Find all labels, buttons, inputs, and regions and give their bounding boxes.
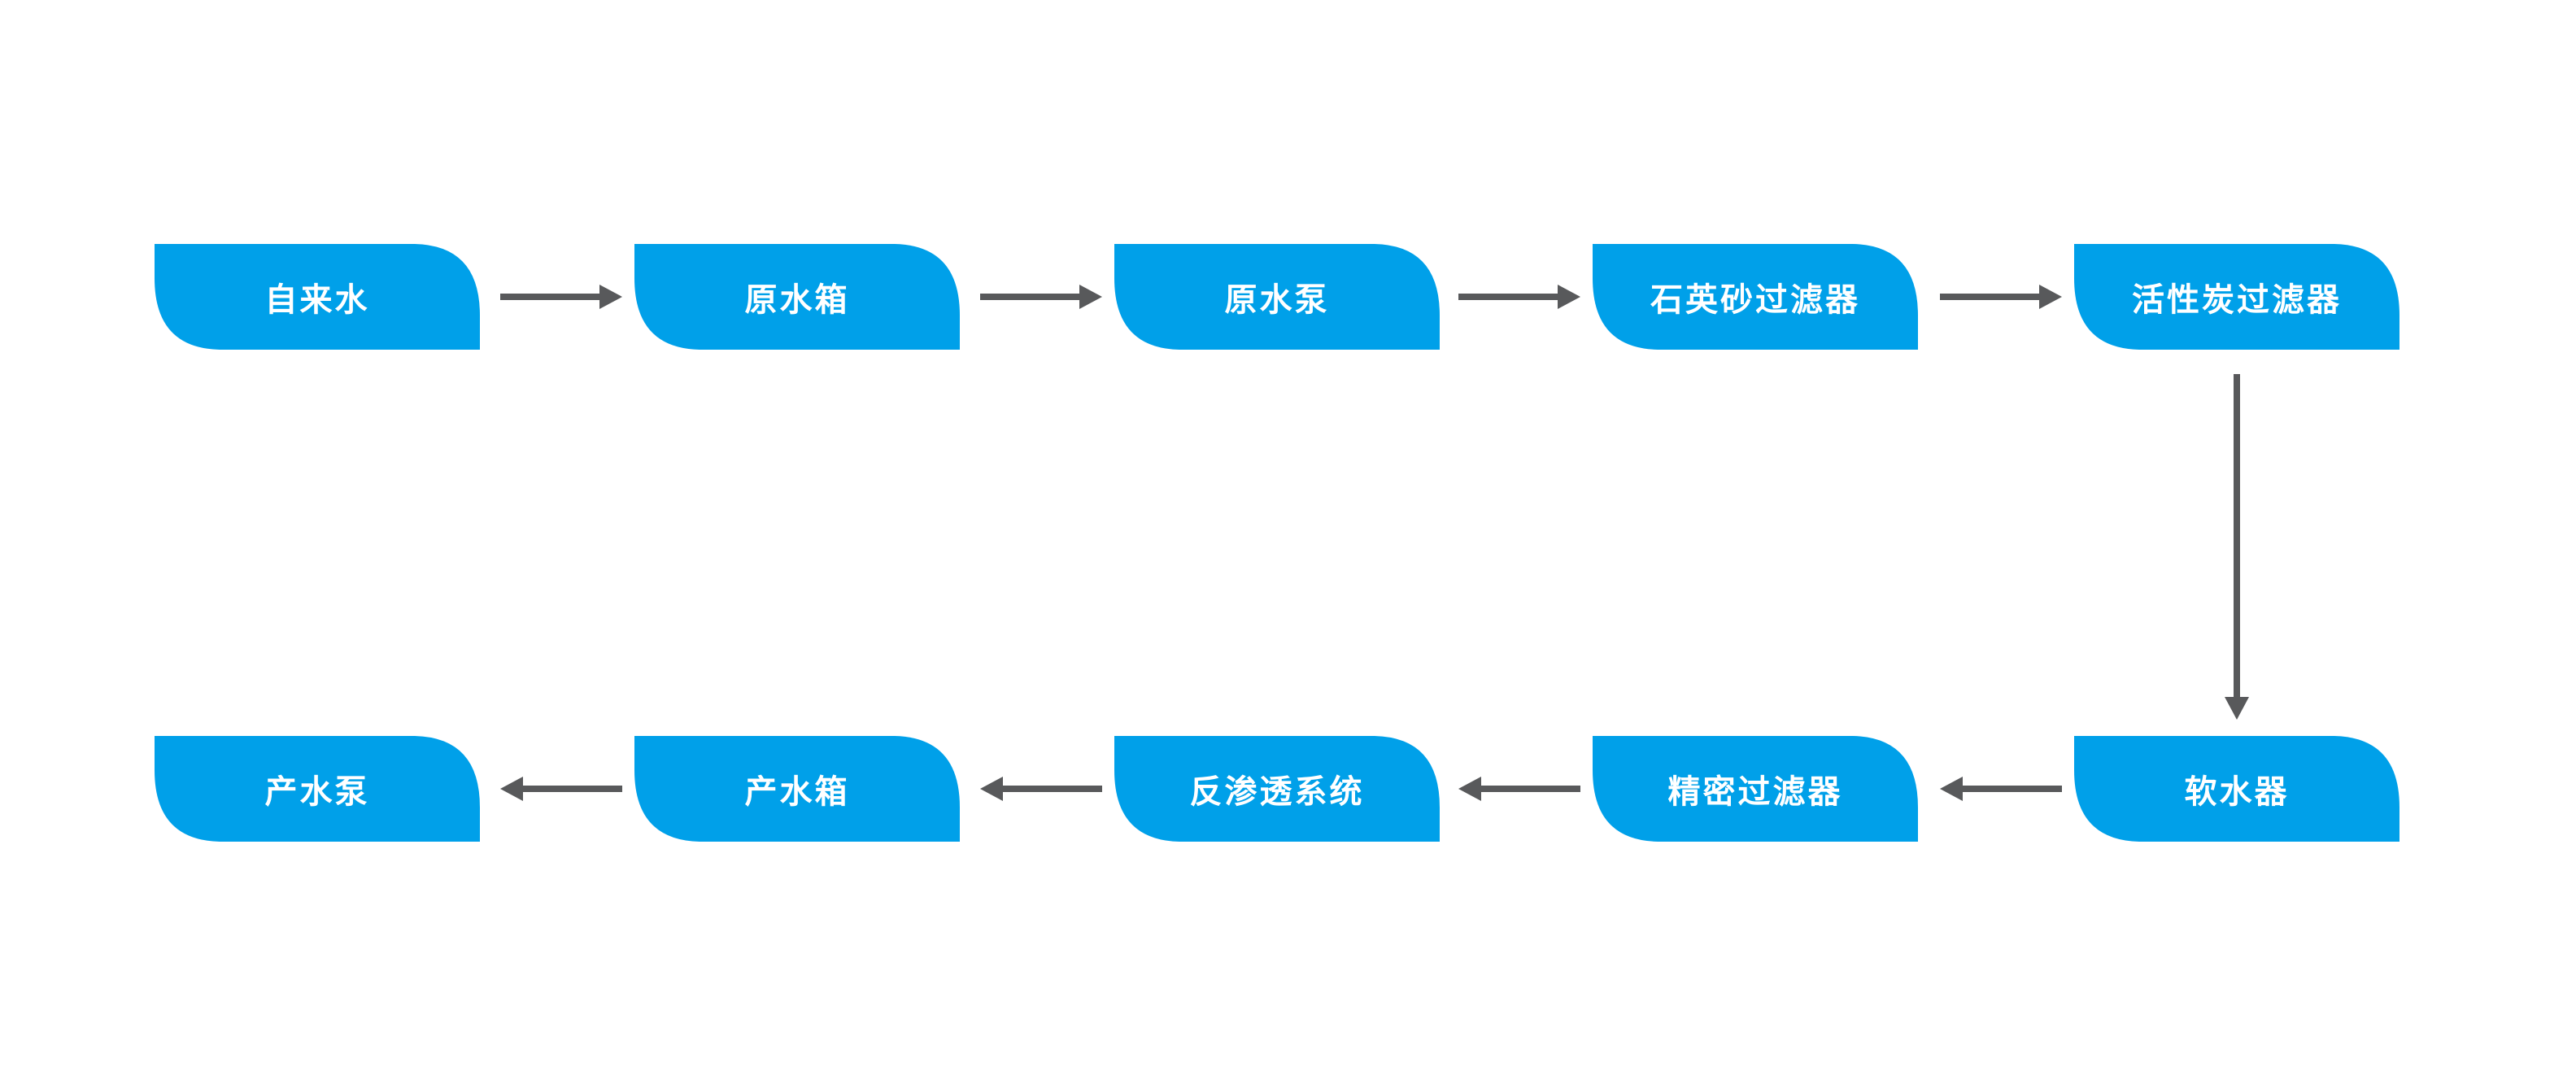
- arrow-head-icon: [1940, 777, 1963, 801]
- node-precision-filter: 精密过滤器: [1593, 736, 1918, 842]
- node-label: 产水箱: [744, 773, 850, 811]
- arrow-left-icon: [1458, 777, 1580, 801]
- node-tap-water: 自来水: [155, 244, 480, 350]
- node-raw-water-pump: 原水泵: [1114, 244, 1440, 350]
- arrow-left-icon: [980, 777, 1102, 801]
- node-shape: [155, 244, 480, 350]
- arrow-head-icon: [1079, 285, 1102, 309]
- arrow-head-icon: [2039, 285, 2062, 309]
- node-raw-water-tank: 原水箱: [634, 244, 960, 350]
- arrow-line: [2234, 374, 2240, 697]
- arrow-head-icon: [1458, 777, 1481, 801]
- arrow-head-icon: [1558, 285, 1580, 309]
- node-shape: [1593, 736, 1918, 842]
- arrow-right-icon: [500, 285, 622, 309]
- arrow-head-icon: [980, 777, 1003, 801]
- node-label: 石英砂过滤器: [1650, 281, 1860, 319]
- arrow-left-icon: [1940, 777, 2062, 801]
- arrow-line: [523, 786, 622, 792]
- node-shape: [1114, 736, 1440, 842]
- arrow-left-icon: [500, 777, 622, 801]
- node-label: 原水箱: [744, 281, 850, 319]
- node-shape: [1593, 244, 1918, 350]
- node-label: 自来水: [264, 281, 370, 319]
- node-product-water-tank: 产水箱: [634, 736, 960, 842]
- node-shape: [634, 736, 960, 842]
- arrow-down-icon: [2225, 374, 2249, 720]
- node-quartz-sand-filter: 石英砂过滤器: [1593, 244, 1918, 350]
- node-label: 精密过滤器: [1667, 773, 1843, 811]
- node-shape: [2074, 244, 2399, 350]
- node-activated-carbon-filter: 活性炭过滤器: [2074, 244, 2399, 350]
- arrow-right-icon: [1458, 285, 1580, 309]
- arrow-line: [1003, 786, 1102, 792]
- arrow-right-icon: [980, 285, 1102, 309]
- node-label: 原水泵: [1224, 281, 1330, 319]
- arrow-right-icon: [1940, 285, 2062, 309]
- node-shape: [2074, 736, 2399, 842]
- arrow-head-icon: [599, 285, 622, 309]
- node-label: 反渗透系统: [1189, 773, 1365, 811]
- arrow-head-icon: [2225, 697, 2249, 720]
- node-product-water-pump: 产水泵: [155, 736, 480, 842]
- arrow-head-icon: [500, 777, 523, 801]
- arrow-line: [1940, 294, 2039, 300]
- arrow-line: [500, 294, 599, 300]
- node-shape: [1114, 244, 1440, 350]
- node-label: 产水泵: [264, 773, 370, 811]
- node-label: 活性炭过滤器: [2132, 281, 2342, 319]
- node-shape: [155, 736, 480, 842]
- arrow-line: [1481, 786, 1580, 792]
- node-reverse-osmosis-system: 反渗透系统: [1114, 736, 1440, 842]
- arrow-line: [1458, 294, 1558, 300]
- node-shape: [634, 244, 960, 350]
- arrow-line: [980, 294, 1079, 300]
- arrow-line: [1963, 786, 2062, 792]
- node-water-softener: 软水器: [2074, 736, 2399, 842]
- node-label: 软水器: [2184, 773, 2290, 811]
